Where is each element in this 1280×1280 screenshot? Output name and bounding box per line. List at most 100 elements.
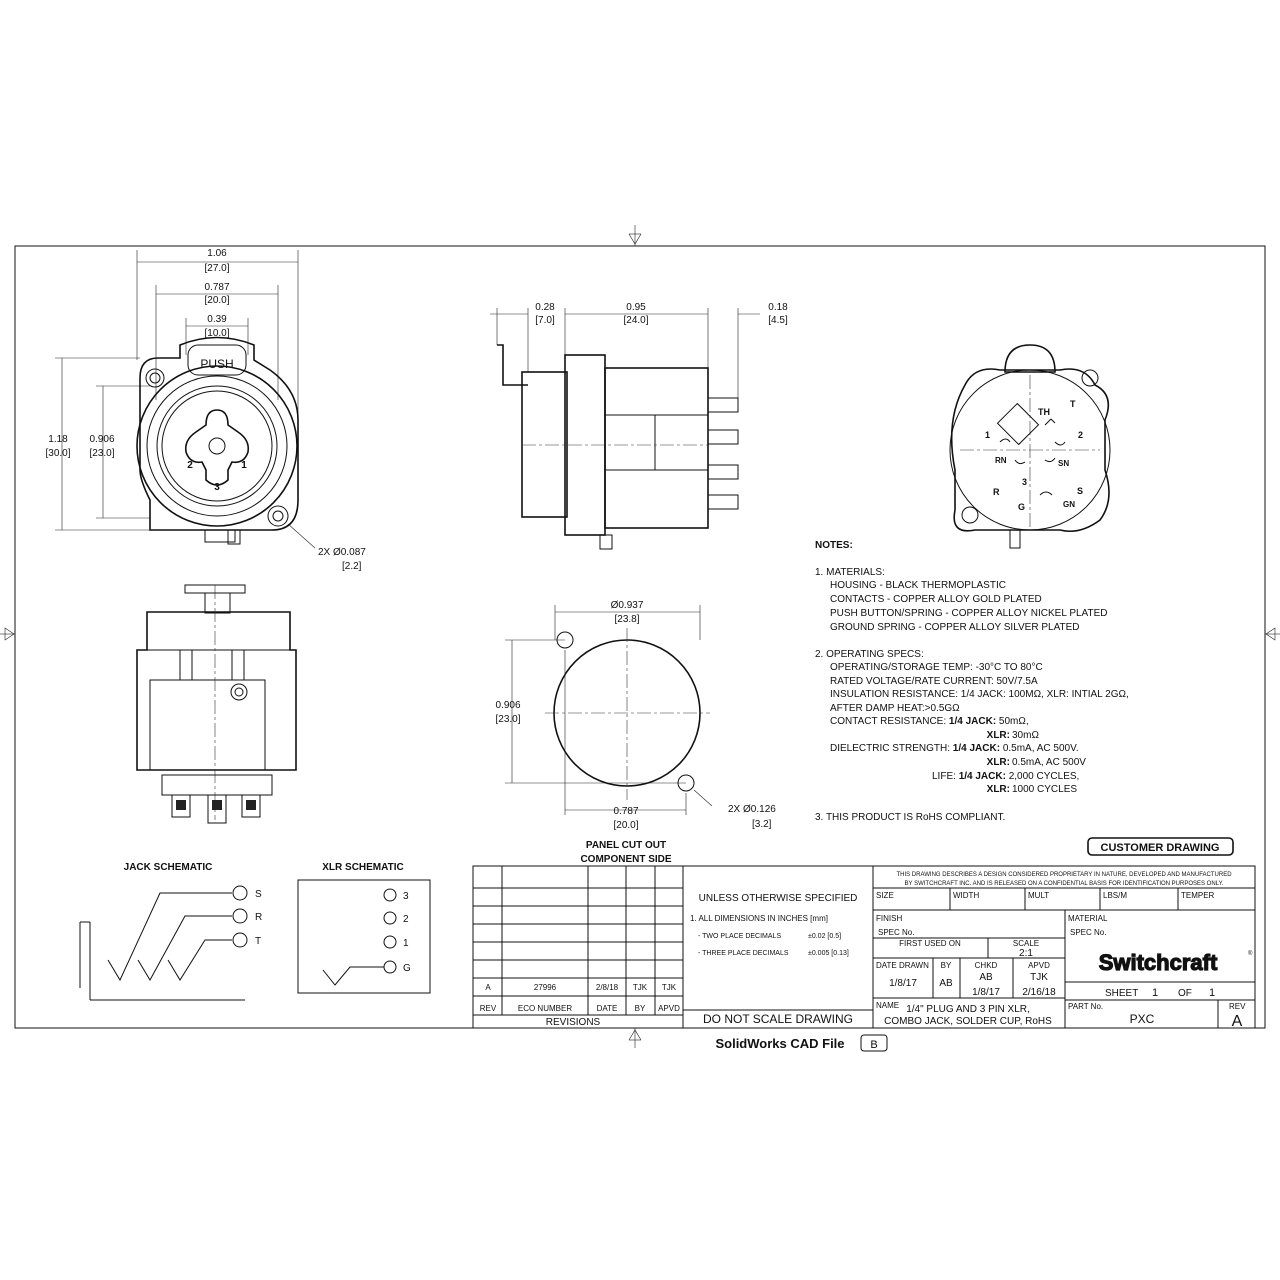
rear-g: G — [1018, 502, 1025, 512]
rear-pin-3: 3 — [1022, 477, 1027, 487]
dim-front-push-in: 0.39 — [207, 314, 227, 325]
tb-apvd-val: TJK — [1030, 972, 1048, 983]
tb-part-no-val: PXC — [1130, 1012, 1155, 1026]
note-contacts: CONTACTS - COPPER ALLOY GOLD PLATED — [830, 594, 1042, 605]
tb-chkd: CHKD — [975, 961, 998, 970]
front-pin-3: 3 — [214, 482, 220, 493]
xlr-pin-1: 1 — [403, 938, 409, 949]
dim-front-pitch-mm: [20.0] — [204, 295, 229, 306]
tb-rev-val: A — [1232, 1013, 1243, 1030]
dim-front-hole: 2X Ø0.087 — [318, 547, 366, 558]
dim-side-a-mm: [7.0] — [535, 315, 555, 326]
rev-header-rev: REV — [480, 1004, 497, 1013]
rear-t: T — [1070, 399, 1076, 409]
notes: NOTES: 1. MATERIALS: HOUSING - BLACK THE… — [815, 540, 1129, 823]
tolerance-three-place: - THREE PLACE DECIMALS — [698, 950, 789, 957]
dim-side-b-mm: [24.0] — [623, 315, 648, 326]
tb-by: BY — [941, 961, 952, 970]
note-contact-resistance: CONTACT RESISTANCE: 1/4 JACK: 50mΩ, — [830, 716, 1029, 727]
note-push-button: PUSH BUTTON/SPRING - COPPER ALLOY NICKEL… — [830, 608, 1107, 619]
dim-cut-dia-mm: [23.8] — [614, 614, 639, 625]
tb-sheet: SHEET — [1105, 988, 1138, 999]
tolerance-units: 1. ALL DIMENSIONS IN INCHES [mm] — [690, 914, 828, 923]
notes-materials: 1. MATERIALS: — [815, 567, 885, 578]
tb-scale-val: 2:1 — [1019, 948, 1033, 959]
tb-part-no: PART No. — [1068, 1002, 1103, 1011]
bottom-view — [136, 584, 297, 824]
tb-date-drawn: DATE DRAWN — [876, 961, 929, 970]
tb-scale: SCALE — [1013, 939, 1039, 948]
dim-cut-dia: Ø0.937 — [611, 600, 644, 611]
life-jack: 1/4 JACK: — [959, 771, 1006, 782]
panel-cutout-subtitle: COMPONENT SIDE — [580, 854, 671, 865]
proprietary-line-1: THIS DRAWING DESCRIBES A DESIGN CONSIDER… — [896, 872, 1232, 878]
jack-s: S — [255, 889, 262, 900]
tolerance-two-place-val: ±0.02 [0.5] — [808, 933, 841, 940]
tb-finish: FINISH — [876, 914, 902, 923]
life-label: LIFE: — [932, 771, 959, 782]
do-not-scale: DO NOT SCALE DRAWING — [703, 1012, 853, 1026]
rear-sn: SN — [1058, 459, 1069, 468]
dim-front-push-mm: [10.0] — [204, 328, 229, 339]
tolerance-title: UNLESS OTHERWISE SPECIFIED — [699, 893, 858, 904]
note-temp: OPERATING/STORAGE TEMP: -30°C TO 80°C — [830, 662, 1043, 673]
rev-row-apvd: TJK — [662, 983, 677, 992]
rear-view: TH T 1 2 RN SN R 3 S G GN — [949, 344, 1111, 549]
rev-row-rev: A — [485, 983, 491, 992]
dim-cut-hole-mm: [3.2] — [752, 819, 772, 830]
tb-date-drawn-val: 1/8/17 — [889, 978, 917, 989]
dim-cut-height-mm: [23.0] — [495, 714, 520, 725]
tb-spec: SPEC No. — [878, 928, 914, 937]
note-cr-xlr-val: 30mΩ — [1012, 730, 1039, 741]
dim-front-width-in: 1.06 — [207, 248, 227, 259]
notes-heading: NOTES: — [815, 540, 853, 551]
dim-front-hole-mm: [2.2] — [342, 561, 362, 572]
tolerance-block: UNLESS OTHERWISE SPECIFIED 1. ALL DIMENS… — [682, 865, 874, 1029]
rear-th: TH — [1038, 407, 1050, 417]
rev-header-by: BY — [635, 1004, 646, 1013]
note-insulation: INSULATION RESISTANCE: 1/4 JACK: 100MΩ, … — [830, 689, 1129, 700]
rev-row-by: TJK — [633, 983, 648, 992]
revisions-table: A 27996 2/8/18 TJK TJK REV ECO NUMBER DA… — [472, 865, 684, 1029]
tb-width: WIDTH — [953, 891, 979, 900]
ds-xlr: XLR: — [987, 757, 1010, 768]
note-damp-heat: AFTER DAMP HEAT:>0.5GΩ — [830, 703, 960, 714]
dim-front-width-mm: [27.0] — [204, 263, 229, 274]
ds-jack: 1/4 JACK: — [953, 743, 1000, 754]
tb-name-line-1: 1/4" PLUG AND 3 PIN XLR, — [906, 1004, 1030, 1015]
tolerance-three-place-val: ±0.005 [0.13] — [808, 950, 849, 957]
ds-jack-val: 0.5mA, AC 500V. — [1000, 743, 1079, 754]
tolerance-two-place: - TWO PLACE DECIMALS — [698, 933, 781, 940]
life-xlr-val: 1000 CYCLES — [1012, 784, 1077, 795]
revisions-title: REVISIONS — [546, 1017, 601, 1028]
tb-by-val: AB — [939, 978, 953, 989]
switchcraft-logo: Switchcraft — [1099, 950, 1218, 975]
tb-rev: REV — [1229, 1002, 1246, 1011]
proprietary-line-2: BY SWITCHCRAFT INC. AND IS RELEASED ON A… — [905, 881, 1224, 887]
panel-cutout-title: PANEL CUT OUT — [586, 840, 666, 851]
tb-name-line-2: COMBO JACK, SOLDER CUP, RoHS — [884, 1016, 1052, 1027]
dim-front-height2-in: 0.906 — [89, 434, 114, 445]
dim-cut-height: 0.906 — [495, 700, 520, 711]
dim-side-b: 0.95 — [626, 302, 646, 313]
jack-t: T — [255, 936, 261, 947]
tb-apvd-date: 2/16/18 — [1022, 987, 1056, 998]
front-pin-1: 1 — [241, 460, 247, 471]
panel-cutout-view: Ø0.937 [23.8] 0.906 [23.0] 0.787 [20.0] … — [495, 600, 776, 865]
customer-drawing-label: CUSTOMER DRAWING — [1101, 842, 1220, 854]
side-view: 0.28 [7.0] 0.95 [24.0] 0.18 [4.5] — [490, 302, 788, 550]
customer-drawing-badge: CUSTOMER DRAWING — [1087, 837, 1234, 856]
tb-lbsm: LBS/M — [1103, 891, 1127, 900]
dim-side-a: 0.28 — [535, 302, 555, 313]
front-view: 1.06 [27.0] 0.787 [20.0] 0.39 [10.0] 1.1… — [45, 248, 366, 572]
tb-temper: TEMPER — [1181, 891, 1215, 900]
xlr-schematic: XLR SCHEMATIC 3 2 1 G — [297, 862, 431, 994]
xlr-g: G — [403, 963, 411, 974]
rev-header-apvd: APVD — [658, 1004, 680, 1013]
xlr-pin-2: 2 — [403, 914, 409, 925]
push-label: PUSH — [200, 357, 233, 371]
life-xlr: XLR: — [987, 784, 1010, 795]
front-pin-2: 2 — [187, 460, 193, 471]
tb-name: NAME — [876, 1001, 899, 1010]
